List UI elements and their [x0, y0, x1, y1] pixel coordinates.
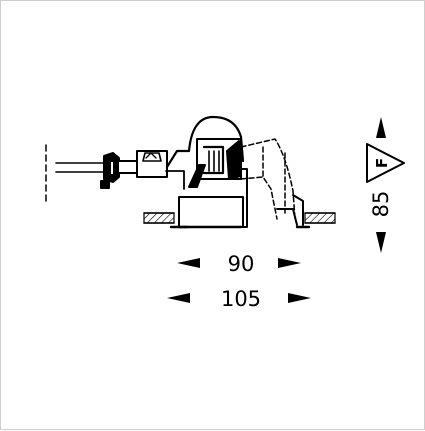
f-mark-icon: F: [366, 143, 405, 183]
arrow-down-icon: [376, 232, 386, 253]
fixture-drawing: [45, 115, 336, 229]
supply-cable: [55, 162, 105, 173]
housing-body: [177, 196, 244, 229]
dimension-outer-width-label: 105: [221, 287, 261, 311]
ceiling-right: [295, 212, 336, 229]
arrow-right-icon: [278, 258, 301, 268]
dimension-outer-width: 105: [167, 287, 311, 311]
dimension-inner-width-label: 90: [228, 252, 255, 276]
lamp-socket: [188, 138, 242, 188]
reflector: [240, 138, 296, 220]
arrow-left-icon: [177, 258, 200, 268]
terminal-box: [136, 150, 185, 190]
certification-mark-label: F: [373, 158, 391, 168]
cable-gland: [100, 152, 139, 189]
arrow-left-icon: [167, 293, 190, 303]
dimension-inner-width: 90: [177, 252, 301, 276]
connection-loop: [165, 115, 245, 169]
dimension-height-label: 85: [369, 191, 393, 218]
dimension-height: 85: [369, 117, 393, 253]
arrow-right-icon: [288, 293, 311, 303]
ceiling-left: [143, 212, 189, 229]
arrow-up-icon: [376, 117, 386, 138]
